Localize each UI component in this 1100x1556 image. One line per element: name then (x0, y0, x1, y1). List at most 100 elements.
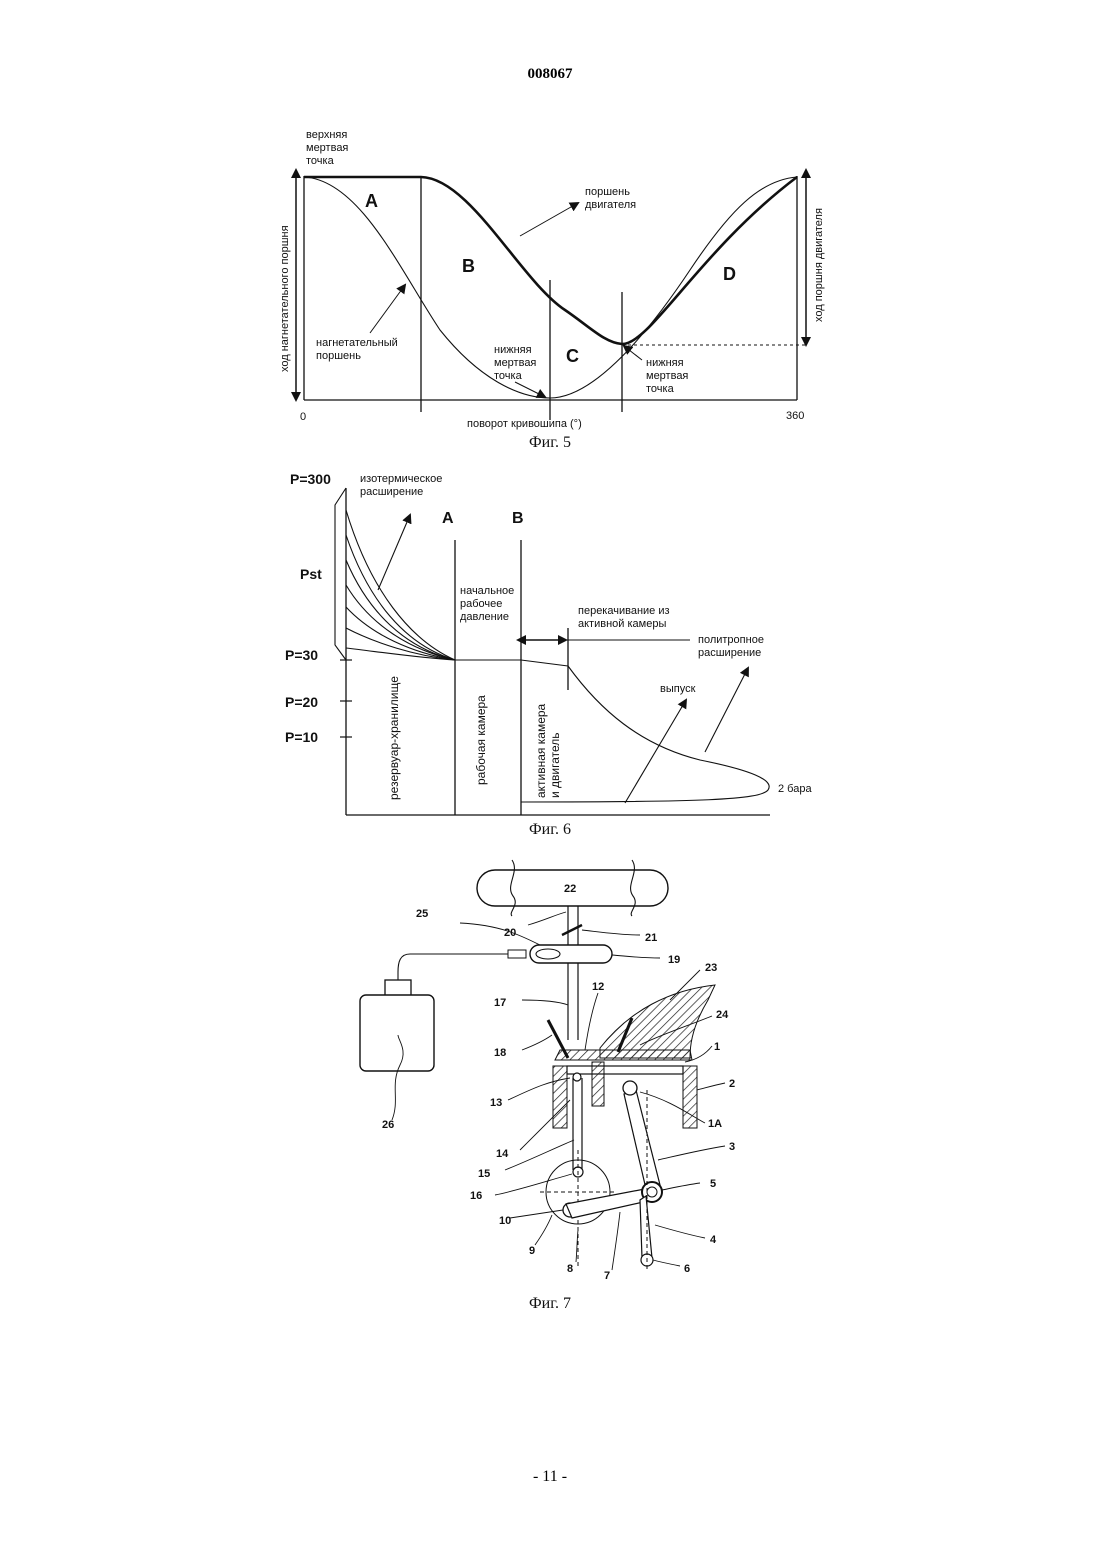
fig5-bdc-compressor-arrow (515, 382, 545, 397)
fig7-leader-25 (460, 923, 540, 945)
fig7-leader-9 (535, 1215, 552, 1245)
fig5-engine-piston-line1: поршень (585, 186, 630, 198)
fig5-compressor-piston-arrow (370, 285, 405, 333)
fig5-bdc-engine-line3: точка (646, 383, 675, 395)
fig5-zone-c: C (566, 346, 579, 366)
fig5-engine-piston-arrow (520, 203, 578, 236)
fig6-pressure-bracket (335, 488, 346, 660)
fig5-tdc-line2: мертвая (306, 142, 348, 154)
fig5-tdc-line1: верхняя (306, 129, 347, 141)
fig7-cylinder-wall-left (553, 1066, 567, 1128)
fig6-initial-pressure-line1: начальное (460, 585, 514, 597)
fig7-label-18: 18 (494, 1047, 506, 1059)
fig6-active-chamber-line1: активная камера (534, 703, 548, 798)
fig6-initial-pressure-line3: давление (460, 611, 509, 623)
fig7-leader-12 (585, 993, 598, 1050)
fig7-fuel-line (398, 954, 508, 985)
fig7-heat-exchanger-19 (530, 945, 612, 963)
fig6-exhaust-label: выпуск (660, 683, 696, 695)
fig7-partition-12 (592, 1062, 604, 1106)
fig7-cylinder-wall-right-2 (683, 1066, 697, 1128)
fig7-label-9: 9 (529, 1245, 535, 1257)
fig6-caption: Фиг. 6 (529, 821, 571, 838)
fig6-polytropic-arrow (705, 668, 748, 752)
fig6-p300-label: P=300 (290, 471, 331, 487)
fig7-label-15: 15 (478, 1168, 490, 1180)
fig7-leader-16 (495, 1174, 572, 1195)
fig7-label-3: 3 (729, 1141, 735, 1153)
fig7-label-25: 25 (416, 908, 428, 920)
fig7-leader-17 (522, 1000, 568, 1005)
fig7-leader-7 (612, 1212, 620, 1270)
fig7-valve-21 (562, 925, 582, 935)
fig5-compressor-piston-line2: поршень (316, 350, 361, 362)
fig7-label-7: 7 (604, 1270, 610, 1282)
fig7-label-24: 24 (716, 1009, 729, 1021)
fig7-label-5: 5 (710, 1178, 716, 1190)
fig5-bdc-engine-arrow (624, 346, 642, 360)
fig7-burner-nozzle (508, 950, 526, 958)
fig5-bdc-compressor-line2: мертвая (494, 357, 536, 369)
fig7-fuel-tank-26 (360, 995, 434, 1071)
figure-6: P=300 Pst P=30 P=20 P=10 изотермическое … (285, 471, 812, 838)
fig7-leader-4 (655, 1225, 705, 1238)
fig7-piston-1 (567, 1066, 683, 1074)
page-number: - 11 - (0, 1468, 1100, 1486)
fig5-x-end: 360 (786, 410, 804, 422)
fig7-label-12: 12 (592, 981, 604, 993)
fig7-label-23: 23 (705, 962, 717, 974)
fig7-label-1: 1 (714, 1041, 720, 1053)
fig5-bdc-engine-line2: мертвая (646, 370, 688, 382)
fig7-piston-pin-13 (573, 1073, 581, 1081)
fig6-isotherm-1 (346, 510, 455, 660)
fig7-leader-2 (697, 1083, 725, 1090)
fig7-label-6: 6 (684, 1263, 690, 1275)
figure-7: 22 25 20 21 19 23 12 17 24 18 1 2 13 1A … (360, 860, 735, 1312)
fig6-active-chamber-line2: и двигатель (548, 732, 562, 798)
fig6-p10-label: P=10 (285, 729, 318, 745)
fig5-bdc-compressor-line1: нижняя (494, 344, 532, 356)
fig6-exhaust-arrow (625, 700, 686, 803)
fig7-piston-pin-1a (623, 1081, 637, 1095)
fig7-label-26: 26 (382, 1119, 394, 1131)
fig7-valve-18 (548, 1020, 568, 1058)
fig6-p30-label: P=30 (285, 647, 318, 663)
fig7-label-22: 22 (564, 883, 576, 895)
fig6-transfer-line2: активной камеры (578, 618, 666, 630)
fig7-connecting-rod-3 (624, 1090, 660, 1189)
fig6-storage-tank-label: резервуар-хранилище (387, 676, 401, 800)
fig5-zone-a: A (365, 191, 378, 211)
fig5-x-start: 0 (300, 411, 306, 423)
fig6-zone-a: A (442, 510, 454, 527)
fig7-label-16: 16 (470, 1190, 482, 1202)
fig5-tdc-line3: точка (306, 155, 335, 167)
fig6-work-chamber-label: рабочая камера (474, 695, 488, 785)
fig7-leader-19 (612, 955, 660, 958)
fig7-leader-3 (658, 1146, 725, 1160)
fig7-label-20: 20 (504, 927, 516, 939)
fig7-label-17: 17 (494, 997, 506, 1009)
fig5-bdc-compressor-line3: точка (494, 370, 523, 382)
fig6-transfer-line1: перекачивание из (578, 605, 670, 617)
fig7-leader-20 (528, 912, 566, 925)
fig7-joint-5-inner (647, 1187, 657, 1197)
fig6-isothermal-line1: изотермическое (360, 473, 442, 485)
fig7-label-14: 14 (496, 1148, 509, 1160)
fig7-leader-5 (662, 1183, 700, 1190)
fig7-label-13: 13 (490, 1097, 502, 1109)
fig7-label-19: 19 (668, 954, 680, 966)
fig5-engine-piston-line2: двигателя (585, 199, 636, 211)
fig7-label-1a: 1A (708, 1118, 722, 1130)
fig5-xlabel: поворот кривошипа (°) (467, 418, 582, 430)
figure-5: верхняя мертвая точка ход нагнетательног… (279, 129, 825, 451)
fig7-label-2: 2 (729, 1078, 735, 1090)
fig6-initial-pressure-line2: рабочее (460, 598, 502, 610)
fig7-leader-6 (653, 1260, 680, 1266)
fig5-ylabel-left: ход нагнетательного поршня (279, 225, 291, 372)
fig5-ylabel-right: ход поршня двигателя (813, 208, 825, 322)
fig6-isothermal-arrow (378, 515, 410, 590)
fig5-compressor-piston-line1: нагнетательный (316, 337, 398, 349)
fig7-leader-15 (505, 1140, 574, 1170)
